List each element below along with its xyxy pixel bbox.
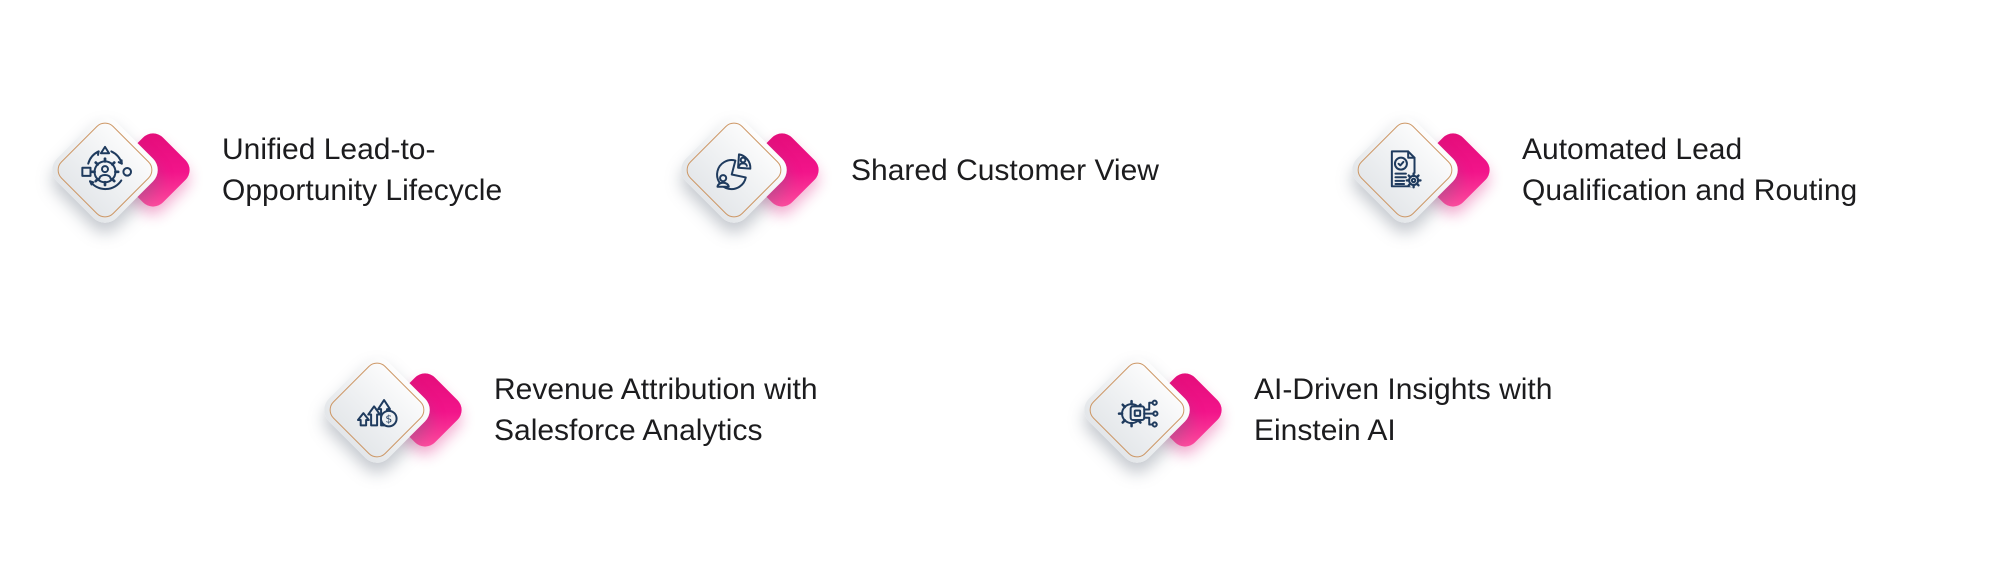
feature-item-shared-customer-view: Shared Customer View xyxy=(674,90,1159,250)
feature-item-automated-lead-qualification: Automated Lead Qualification and Routing xyxy=(1345,90,1857,250)
svg-text:$: $ xyxy=(385,413,392,426)
feature-label: Revenue Attribution with Salesforce Anal… xyxy=(494,373,818,447)
icon-composite xyxy=(1345,90,1496,250)
lifecycle-gear-person-icon xyxy=(63,128,147,212)
feature-label: AI-Driven Insights with Einstein AI xyxy=(1254,373,1553,447)
icon-composite xyxy=(45,90,196,250)
icon-composite xyxy=(1077,330,1228,490)
ai-chip-circuit-icon xyxy=(1095,368,1179,452)
feature-label: Shared Customer View xyxy=(851,153,1159,187)
customer-pie-chart-icon xyxy=(692,128,776,212)
growth-arrows-dollar-icon: $ xyxy=(335,368,419,452)
icon-composite xyxy=(674,90,825,250)
document-check-gear-icon xyxy=(1363,128,1447,212)
white-diamond-tile xyxy=(674,110,794,230)
feature-item-ai-driven-insights: AI-Driven Insights with Einstein AI xyxy=(1077,330,1552,490)
feature-item-unified-lead-to-opportunity: Unified Lead-to- Opportunity Lifecycle xyxy=(45,90,502,250)
icon-composite: $ xyxy=(317,330,468,490)
feature-item-revenue-attribution: $ Revenue Attribution with Salesforce An… xyxy=(317,330,818,490)
white-diamond-tile xyxy=(1077,350,1197,470)
white-diamond-tile: $ xyxy=(317,350,437,470)
white-diamond-tile xyxy=(1345,110,1465,230)
feature-label: Unified Lead-to- Opportunity Lifecycle xyxy=(222,133,503,207)
feature-label: Automated Lead Qualification and Routing xyxy=(1522,133,1858,207)
white-diamond-tile xyxy=(45,110,165,230)
